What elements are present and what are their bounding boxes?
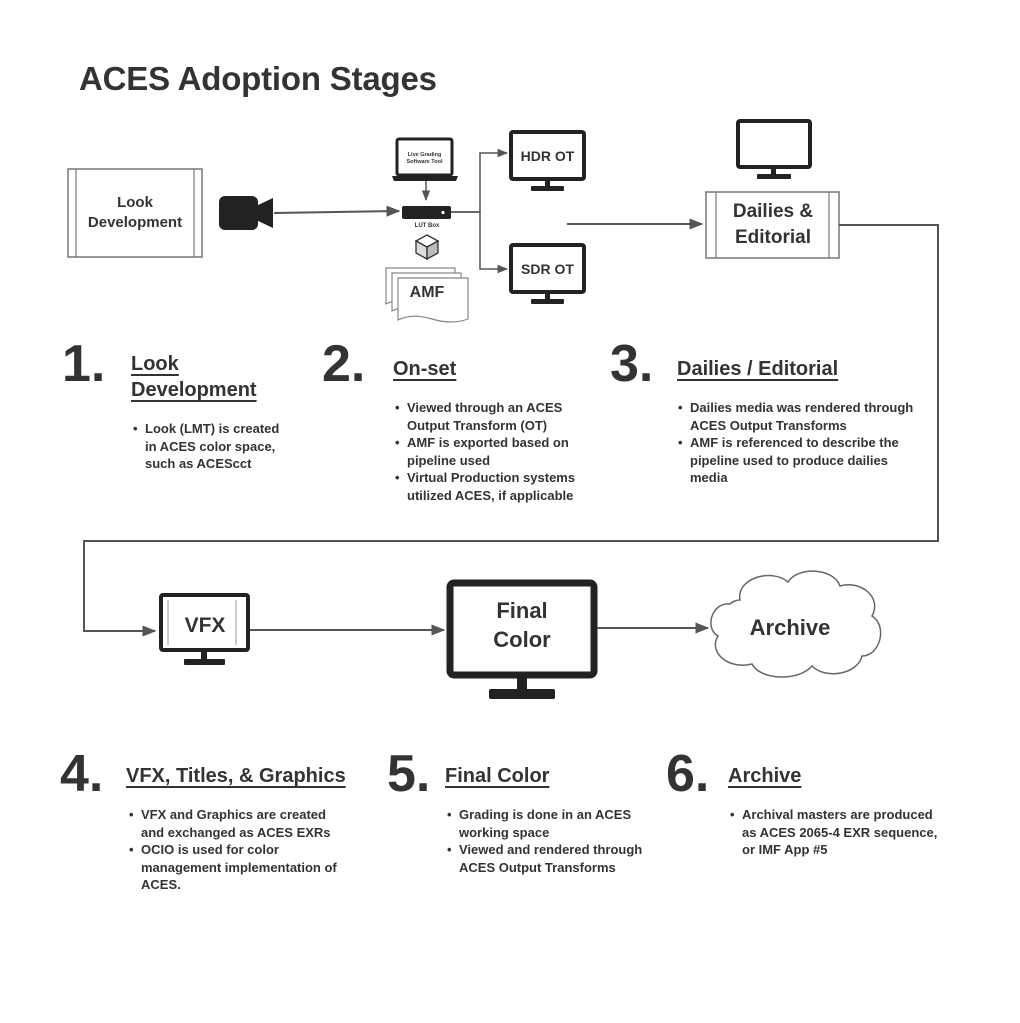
stage-2-bullet: AMF is exported based on pipeline used (395, 434, 585, 469)
cube-icon (414, 234, 440, 261)
lut-box-device-icon (402, 206, 451, 219)
stage-2-number: 2. (322, 335, 366, 393)
stage-2-bullet: Viewed through an ACES Output Transform … (395, 399, 585, 434)
stage-6-bullets: Archival masters are produced as ACES 20… (730, 806, 945, 859)
stage-5-heading: Final Color (445, 765, 550, 787)
stage-1-heading: Look Development (131, 351, 271, 403)
sdr-ot-label: SDR OT (521, 261, 574, 277)
sdr-monitor-icon (509, 243, 586, 304)
stage-4-number: 4. (60, 745, 104, 803)
dailies-editorial-box (705, 191, 840, 259)
lut-box-label: LUT Box (414, 223, 440, 229)
stage-4-bullets: VFX and Graphics are created and exchang… (129, 806, 349, 894)
stage-1-heading-text: Look Development (131, 353, 257, 401)
stage-6-number: 6. (666, 745, 710, 803)
stage-4-bullet: VFX and Graphics are created and exchang… (129, 806, 349, 841)
dailies-monitor-icon (736, 119, 812, 179)
hdr-ot-label: HDR OT (520, 148, 575, 164)
stage-3-bullet: AMF is referenced to describe the pipeli… (678, 434, 923, 487)
stage-3-heading: Dailies / Editorial (677, 358, 839, 380)
video-camera-icon (219, 196, 273, 230)
stage-5-bullet: Viewed and rendered through ACES Output … (447, 841, 657, 876)
stage-6-bullet: Archival masters are produced as ACES 20… (730, 806, 945, 859)
stage-5-bullets: Grading is done in an ACES working space… (447, 806, 657, 876)
stage-5-bullet: Grading is done in an ACES working space (447, 806, 657, 841)
vfx-label: VFX (184, 614, 226, 637)
stage-3-number: 3. (610, 335, 654, 393)
page-title: ACES Adoption Stages (79, 60, 437, 97)
connector-camera-to-lutbox (273, 205, 401, 217)
look-development-box-label: Look Development (87, 194, 183, 231)
stage-1-number: 1. (62, 335, 106, 393)
stage-1-bullet: Look (LMT) is created in ACES color spac… (133, 420, 293, 473)
final-color-monitor-icon (446, 579, 598, 699)
connector-dailies-to-vfx (83, 224, 939, 637)
stage-3-bullets: Dailies media was rendered through ACES … (678, 399, 923, 487)
final-color-label: Final Color (493, 598, 551, 652)
dailies-editorial-label: Dailies & Editorial (732, 201, 814, 248)
vfx-monitor-icon (159, 593, 250, 665)
archive-label: Archive (749, 615, 831, 640)
hdr-monitor-icon (509, 130, 586, 191)
stage-2-heading: On-set (393, 358, 457, 380)
stage-1-bullets: Look (LMT) is created in ACES color spac… (133, 420, 293, 473)
archive-cloud-icon (710, 570, 882, 678)
stage-4-bullet: OCIO is used for color management implem… (129, 841, 349, 894)
laptop-icon (392, 137, 458, 181)
look-development-box (67, 168, 203, 258)
stage-5-number: 5. (387, 745, 431, 803)
stage-2-bullets: Viewed through an ACES Output Transform … (395, 399, 585, 504)
connector-lutbox-to-ot-monitors (451, 148, 509, 274)
stage-3-bullet: Dailies media was rendered through ACES … (678, 399, 923, 434)
stage-6-heading: Archive (728, 765, 802, 787)
stage-2-bullet: Virtual Production systems utilized ACES… (395, 469, 585, 504)
amf-label: AMF (409, 284, 445, 301)
stage-4-heading: VFX, Titles, & Graphics (126, 765, 346, 787)
live-grading-label: Live Grading Software Tool (406, 152, 443, 165)
amf-document-stack-icon (385, 267, 469, 323)
